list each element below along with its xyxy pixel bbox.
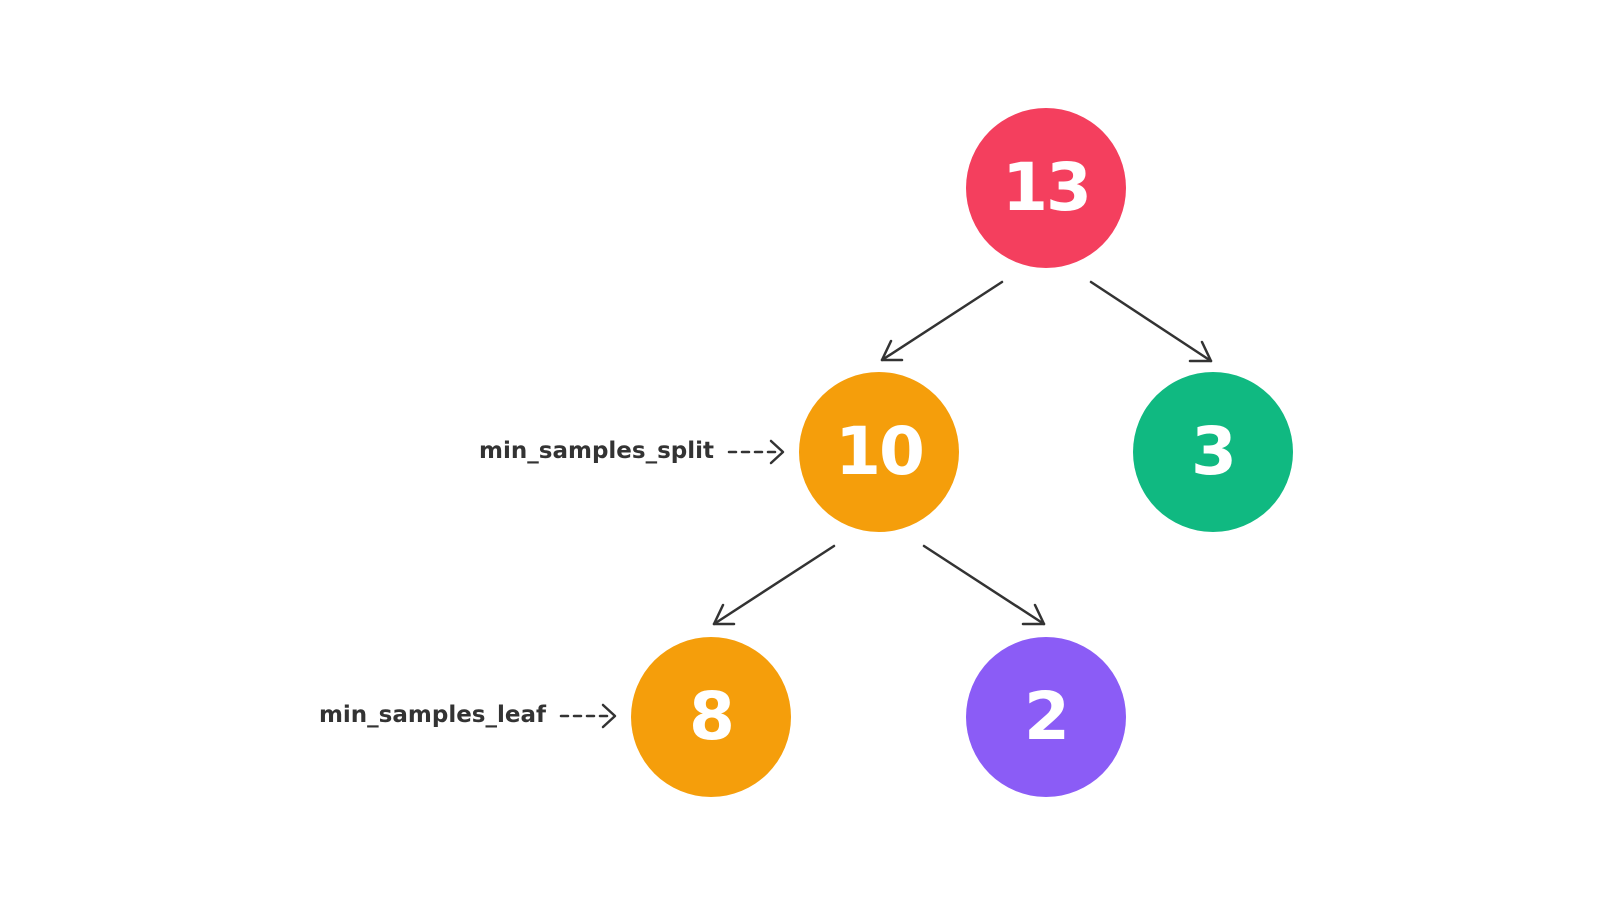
- leaf-annotation-arrow: [559, 703, 617, 729]
- node-value: 2: [1024, 678, 1070, 755]
- edge-root-to-left: [880, 280, 1004, 362]
- tree-node-left: 10: [799, 372, 959, 532]
- node-value: 10: [835, 413, 925, 490]
- edge-left-to-left-left: [712, 544, 836, 626]
- split-annotation-arrow: [727, 439, 785, 465]
- edge-left-to-left-right: [922, 544, 1046, 626]
- min-samples-leaf-label: min_samples_leaf: [318, 702, 546, 728]
- min-samples-split-label: min_samples_split: [479, 438, 714, 464]
- node-value: 8: [689, 678, 735, 755]
- node-value: 3: [1191, 413, 1237, 490]
- tree-node-left-right: 2: [966, 637, 1126, 797]
- edge-root-to-right: [1089, 280, 1213, 363]
- tree-node-root: 13: [966, 108, 1126, 268]
- tree-node-right: 3: [1133, 372, 1293, 532]
- node-value: 13: [1002, 149, 1092, 226]
- tree-node-left-left: 8: [631, 637, 791, 797]
